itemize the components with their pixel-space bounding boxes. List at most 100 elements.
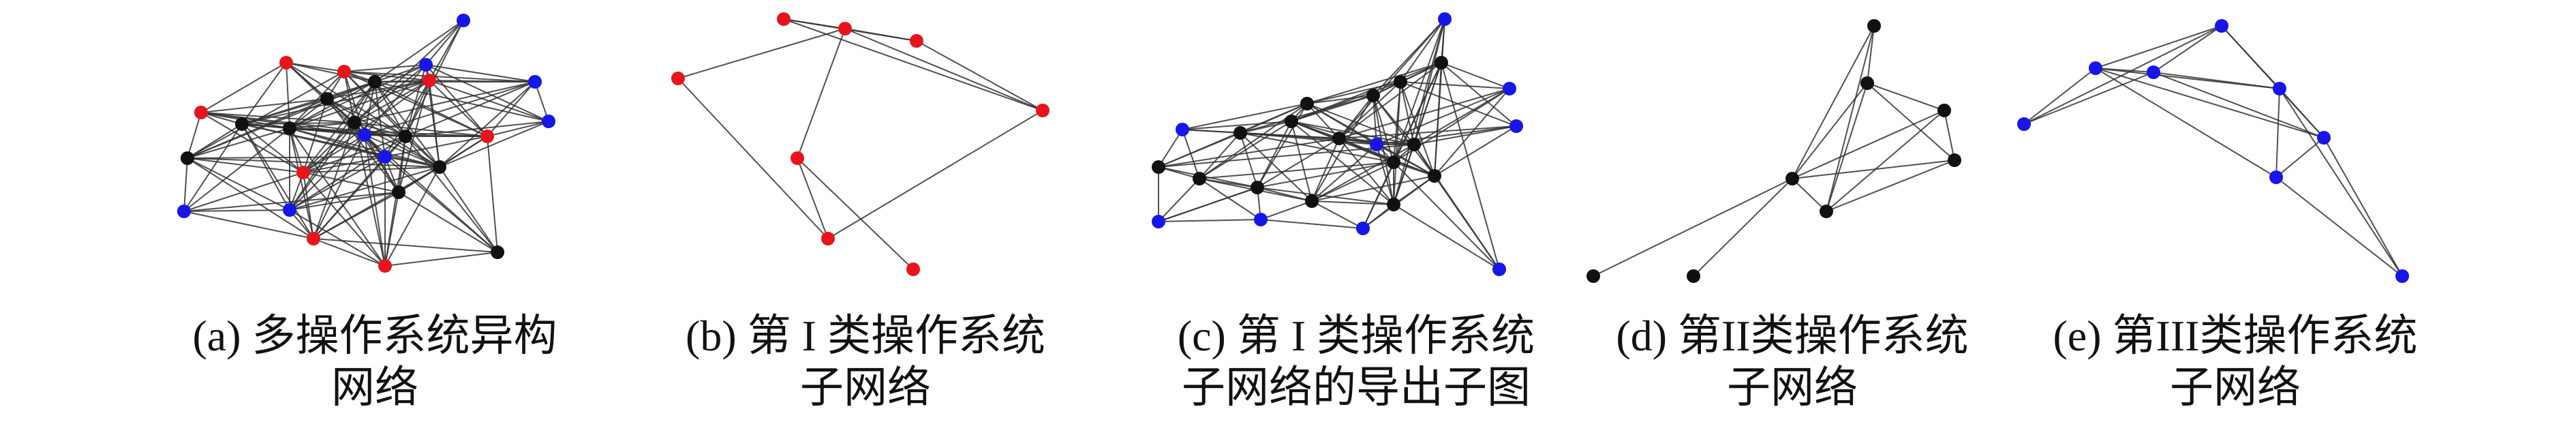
panel-a-edge [374,20,464,82]
panel-a-edge [289,127,314,239]
panel-c-edge [1306,62,1442,104]
caption-b-line2: 子网络 [800,363,931,412]
panel-c-edge [1257,121,1292,188]
panel-a-edge [303,122,355,173]
panel-c-node [1366,89,1380,102]
panel-d-edges [1593,25,1955,277]
panel-c-nodes [1152,12,1523,276]
panel-a-edge [303,136,406,173]
panel-c-edge [1338,18,1445,139]
panel-a-edge [384,156,440,168]
panel-c-node [1428,169,1441,183]
panel-e-edge [2095,67,2277,178]
panel-a-edge [425,64,536,82]
panel-a-network [177,14,555,273]
caption-e: (e) 第III类操作系统 子网络 [2024,310,2447,414]
panel-c-edge [1311,95,1374,202]
panel-c-node [1387,198,1400,211]
panel-c-edge [1158,138,1340,168]
panel-c-edge [1311,144,1415,202]
panel-d-edge [1867,82,1955,161]
panel-b-edge [677,28,846,79]
panel-c-edge [1306,103,1415,145]
panel-a-edge [439,121,549,168]
panel-d-node [1687,269,1700,283]
panel-a-edge [354,80,430,123]
panel-a-edge [429,80,488,137]
panel-a-edge [354,81,375,123]
panel-c-edge [1376,88,1510,145]
panel-d-node [1586,269,1600,283]
panel-a-edge [187,157,304,173]
panel-c-edge [1257,103,1308,188]
panel-a-node [307,232,320,245]
panel-a-edge [289,134,365,211]
panel-a-edge [289,209,386,267]
panel-d-node [1937,104,1951,117]
panel-a-edge [374,64,427,82]
panel-b-nodes [671,12,1049,276]
panel-e-edge [2279,88,2403,277]
panel-e-edge [2153,25,2222,73]
panel-c-edge [1240,132,1313,202]
panel-d-node [1860,76,1874,90]
caption-d-line2: 子网络 [1727,363,1858,412]
panel-a-node [283,203,296,217]
panel-c-edge [1199,162,1394,179]
panel-a-edge [343,64,427,72]
panel-a-edge [384,252,498,267]
panel-d-node [1867,19,1881,33]
panel-a-edge [343,71,536,82]
panel-a-edge [241,123,290,211]
panel-a-edge [187,71,345,159]
panel-e-edge [2279,88,2325,138]
panel-a-edge [534,81,549,122]
panel-e-edge [2323,137,2403,277]
panel-c-edge [1158,129,1183,168]
panel-a-edge [187,123,243,159]
panel-e-node [2269,170,2283,184]
panel-a-edge [313,192,399,239]
panel-c-node [1356,222,1370,235]
panel-c-edge [1182,103,1308,130]
panel-a-edge [241,123,440,168]
panel-e-nodes [2017,19,2409,283]
panel-c-edge [1441,62,1517,127]
panel-c-node [1152,215,1165,228]
caption-e-line2: 子网络 [2170,363,2301,412]
panel-c-edge [1338,138,1435,177]
panel-e-node [2017,117,2031,131]
panel-b-node [838,22,852,35]
panel-c-node [1394,75,1407,89]
panel-a-edge [183,209,290,212]
panel-c-edge [1393,18,1445,205]
panel-e-node [2317,131,2331,145]
caption-b-line1: (b) 第 I 类操作系统 [686,312,1045,360]
panel-a-edge [313,122,355,239]
panel-e-node [2395,269,2409,283]
panel-a-node [457,14,470,27]
panel-a-edge [303,172,386,267]
panel-b-node [1036,104,1049,117]
panel-d-edge [1593,178,1793,277]
panel-d-node [1948,153,1961,167]
panel-a-edge [384,192,399,267]
panel-a-edge [313,238,386,267]
panel-d-edge [1792,178,1827,212]
panel-a-node [358,128,371,142]
panel-c-edge [1291,81,1401,122]
panel-c-edge [1393,162,1435,177]
panel-e-edge [2023,25,2222,125]
panel-a-edge [289,81,375,129]
caption-a-line2: 网络 [331,363,418,412]
panel-c-edge [1393,144,1415,205]
panel-b-edge [677,78,829,239]
panel-e-edge [2023,67,2096,125]
panel-a-edge [183,157,188,212]
panel-d-edge [1826,160,1955,212]
panel-a-edge [289,166,440,211]
panel-c-edge [1373,95,1435,177]
panel-a-edge [187,127,290,159]
panel-a-node [368,75,382,89]
panel-e-edge [2153,72,2325,138]
